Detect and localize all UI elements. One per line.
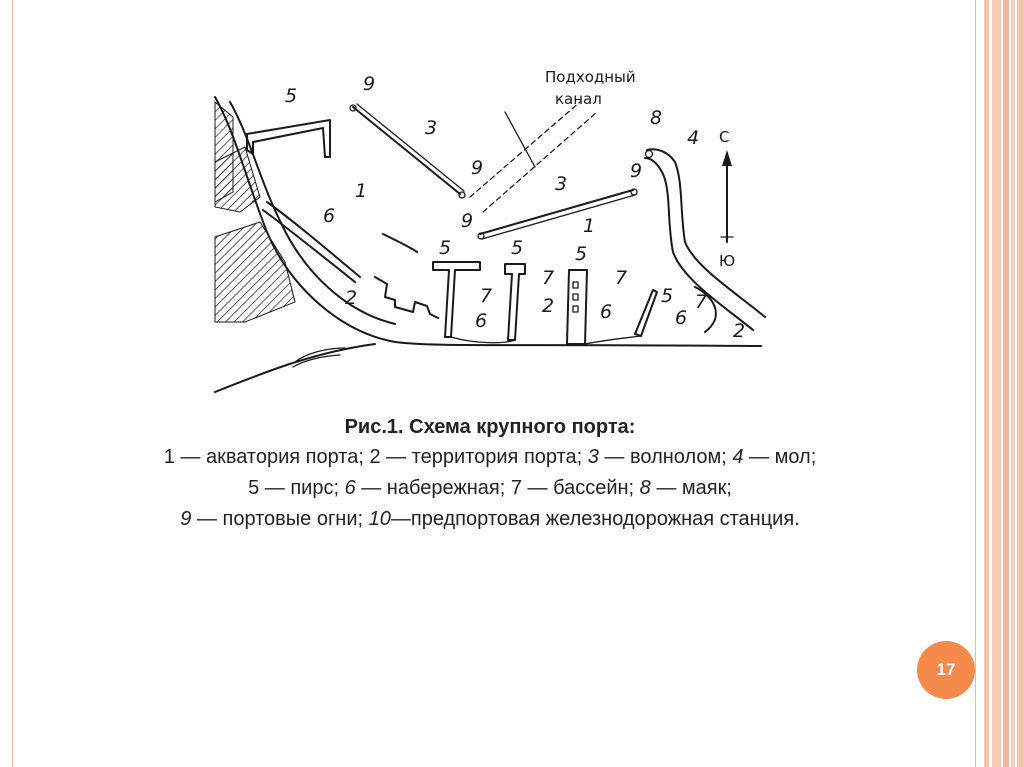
legend-number: 5 xyxy=(248,477,260,499)
slide-frame xyxy=(12,0,976,767)
label-9: 9 xyxy=(363,73,375,95)
approach-channel xyxy=(469,101,598,213)
breakwater-segment xyxy=(382,233,418,253)
label-1: 1 xyxy=(583,215,595,237)
label-6: 6 xyxy=(675,307,687,329)
caption-legend-line: 9 — портовые огни; 10—предпортовая желез… xyxy=(40,504,940,535)
legend-number: 3 xyxy=(587,446,599,468)
port-scheme-diagram: Подходный канал С Ю 5 9 3 9 9 1 6 2 3 8 … xyxy=(214,68,766,393)
label-6: 6 xyxy=(475,310,487,332)
breakwater-upper xyxy=(352,106,461,195)
quay-left xyxy=(266,201,361,278)
label-7: 7 xyxy=(615,267,627,289)
label-7: 7 xyxy=(695,291,707,313)
label-6: 6 xyxy=(600,301,612,323)
caption-legend-line: 1 — акватория порта; 2 — территория порт… xyxy=(40,442,940,473)
caption-legend-line: 5 — пирс; 6 — набережная; 7 — бассейн; 8… xyxy=(40,473,940,504)
label-channel-1: Подходный xyxy=(545,68,636,86)
legend-text: — мол; xyxy=(743,446,817,468)
label-7: 7 xyxy=(480,285,492,307)
label-1: 1 xyxy=(355,180,367,202)
legend-text: — пирс; xyxy=(259,477,345,499)
caption-title: Рис.1. Схема крупного порта: xyxy=(344,416,636,438)
legend-number: 1 xyxy=(163,446,175,468)
label-5: 5 xyxy=(439,237,451,259)
decor-stripe xyxy=(992,0,1001,767)
label-5: 5 xyxy=(511,237,523,259)
compass-arrow xyxy=(720,150,734,243)
label-7: 7 xyxy=(542,267,554,289)
label-9: 9 xyxy=(461,210,473,232)
label-south: Ю xyxy=(719,252,735,270)
legend-text: — маяк; xyxy=(650,477,732,499)
legend-text: — портовые огни; xyxy=(191,508,369,530)
decor-stripe xyxy=(1011,0,1015,767)
label-6: 6 xyxy=(323,205,335,227)
legend-number: 7 xyxy=(510,477,522,499)
legend-number: 2 xyxy=(369,446,381,468)
port-light xyxy=(349,104,357,112)
legend-number: 6 xyxy=(344,477,356,499)
label-9: 9 xyxy=(630,160,642,182)
label-2: 2 xyxy=(345,287,357,309)
label-north: С xyxy=(719,128,729,146)
decor-stripe xyxy=(1017,0,1024,767)
legend-text: — волнолом; xyxy=(598,446,733,468)
legend-number: 8 xyxy=(639,477,651,499)
legend-text: — набережная; xyxy=(355,477,511,499)
legend-number: 4 xyxy=(732,446,744,468)
label-5: 5 xyxy=(285,85,297,107)
port-light xyxy=(477,232,485,240)
port-light xyxy=(458,191,466,199)
label-5: 5 xyxy=(575,243,587,265)
figure-caption: Рис.1. Схема крупного порта: 1 — акватор… xyxy=(40,412,940,535)
legend-number: 10 xyxy=(368,508,391,530)
legend-text: — акватория порта; xyxy=(174,446,370,468)
decor-stripe xyxy=(984,0,989,767)
legend-number: 9 xyxy=(180,508,192,530)
quay-left-inner xyxy=(262,209,356,283)
shoreline xyxy=(214,96,766,393)
label-3: 3 xyxy=(555,173,567,195)
page-number-badge: 17 xyxy=(917,641,975,699)
breakwater-lower xyxy=(479,189,634,235)
piers-row xyxy=(374,261,717,345)
label-channel-2: канал xyxy=(555,90,602,108)
label-5: 5 xyxy=(661,285,673,307)
label-2: 2 xyxy=(542,295,554,317)
decor-stripe xyxy=(1003,0,1009,767)
label-8: 8 xyxy=(650,107,662,129)
lighthouse xyxy=(644,149,654,159)
legend-text: — бассейн; xyxy=(521,477,640,499)
label-2: 2 xyxy=(733,320,745,342)
legend-text: —предпортовая железнодорожная станция. xyxy=(390,508,800,530)
label-4: 4 xyxy=(687,127,699,149)
legend-text: — территория порта; xyxy=(380,446,588,468)
port-light xyxy=(630,188,638,196)
pier-top-left xyxy=(246,119,331,158)
label-3: 3 xyxy=(425,117,437,139)
label-9: 9 xyxy=(471,157,483,179)
